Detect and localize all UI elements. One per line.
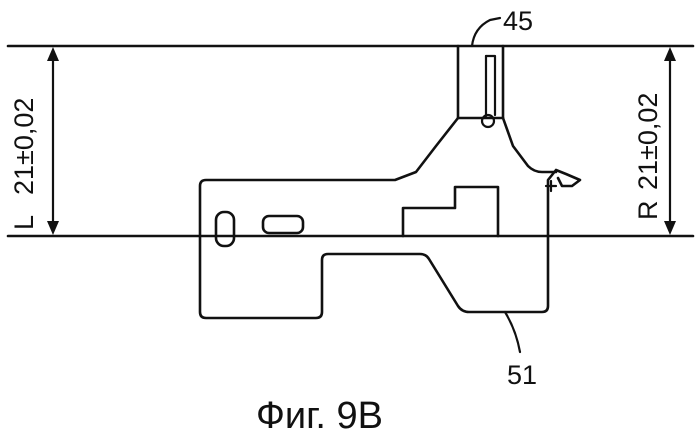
right-dimension-arrow <box>664 47 676 235</box>
left-dimension-value: 21±0,02 <box>9 98 39 195</box>
reference-numeral-45: 45 <box>503 6 533 36</box>
figure-caption: Фиг. 9B <box>256 395 383 437</box>
oval-slot <box>216 212 234 246</box>
long-slot <box>263 216 303 233</box>
right-dimension-value: 21±0,02 <box>633 93 663 190</box>
part-51-outline <box>200 118 580 318</box>
left-dimension-arrow <box>47 47 59 235</box>
part-51-right-neck <box>503 118 556 172</box>
part-51-notch <box>403 187 498 236</box>
leader-line-45 <box>472 18 500 46</box>
reference-numeral-51: 51 <box>507 360 537 390</box>
right-dimension-side: R <box>633 201 663 221</box>
part-45-stem <box>458 46 503 127</box>
leader-line-51 <box>505 312 520 352</box>
left-dimension-side: L <box>9 215 39 230</box>
